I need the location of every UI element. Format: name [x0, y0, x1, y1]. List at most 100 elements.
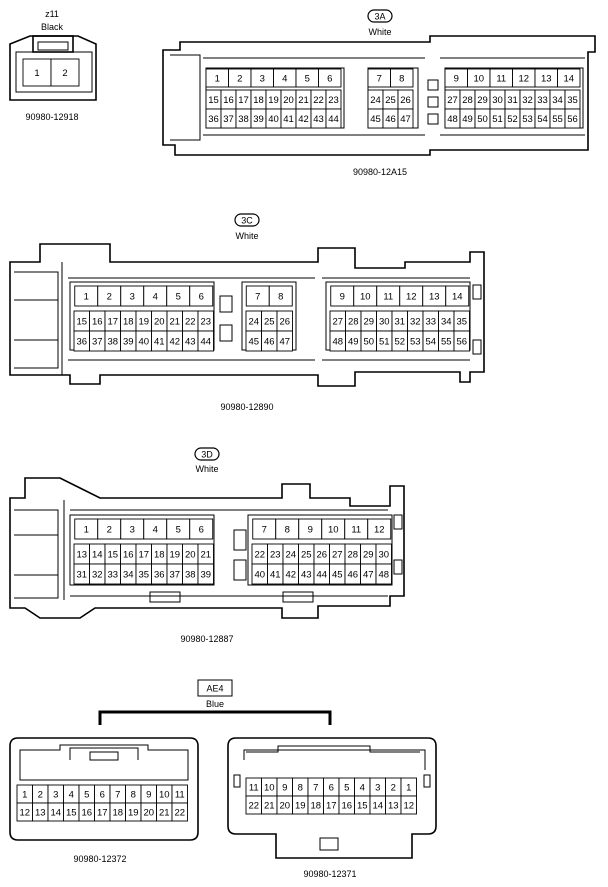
pin-label: 33 [107, 570, 118, 581]
pin-label: 12 [374, 525, 385, 536]
pin-label: 19 [138, 317, 149, 328]
pin-label: 16 [341, 801, 352, 812]
pin-label: 18 [253, 95, 264, 106]
pin-label: 4 [153, 525, 158, 536]
pin-label: 49 [348, 337, 359, 348]
pin-label: 28 [348, 317, 359, 328]
connector-id-badge [367, 9, 393, 23]
pin-label: 2 [391, 783, 396, 794]
pin-label: 40 [254, 570, 265, 581]
pin-label: 24 [370, 95, 381, 106]
pin-label: 14 [92, 550, 103, 561]
pin-label: 27 [332, 317, 343, 328]
pin-label: 7 [115, 790, 120, 801]
pin-label: 1 [406, 783, 411, 794]
pin-label: 11 [175, 790, 185, 801]
pin-label: 10 [360, 292, 371, 303]
pin-label: 25 [264, 317, 275, 328]
pin-cell [197, 563, 214, 585]
pin-label: 15 [357, 801, 368, 812]
pin-label: 4 [360, 783, 365, 794]
pin-label: 33 [537, 95, 548, 106]
pin-label: 13 [388, 801, 399, 812]
pin-label: 16 [81, 808, 92, 819]
pin-label: 39 [123, 337, 134, 348]
pin-label: 41 [154, 337, 165, 348]
pin-label: 11 [351, 525, 361, 536]
pin-cell [276, 330, 293, 352]
pin-label: 17 [326, 801, 337, 812]
connector-id-box [197, 679, 233, 697]
housing-detail [63, 500, 388, 600]
pin-label: 10 [473, 74, 484, 85]
key-slot [393, 559, 403, 575]
pin-label: 2 [38, 790, 43, 801]
pin-label: 4 [282, 74, 287, 85]
pin-label: 12 [406, 292, 417, 303]
pin-label: 3 [375, 783, 380, 794]
pin-label: 7 [313, 783, 318, 794]
pin-label: 50 [477, 114, 488, 125]
pin-label: 55 [552, 114, 563, 125]
pin-label: 46 [385, 114, 396, 125]
pin-label: 9 [454, 74, 459, 85]
pin-label: 16 [123, 550, 134, 561]
pin-label: 27 [332, 550, 343, 561]
connector-z11: z11 Black 1 2 90980-12918 [9, 9, 97, 122]
key-slot [149, 591, 181, 603]
key-slot [282, 591, 314, 603]
key-slot [233, 529, 247, 551]
pin-label: 53 [522, 114, 533, 125]
pin-label: 38 [107, 337, 118, 348]
pin-label: 31 [394, 317, 405, 328]
pin-label: 1 [34, 68, 39, 79]
pin-label: 8 [278, 292, 283, 303]
pin-label: 20 [143, 808, 154, 819]
pin-label: 2 [107, 292, 112, 303]
pin-label: 10 [264, 783, 275, 794]
pin-cell [189, 518, 214, 540]
pin-label: 48 [447, 114, 458, 125]
pin-cell [367, 518, 392, 540]
pin-label: 12 [403, 801, 414, 812]
pin-label: 18 [112, 808, 123, 819]
housing-detail [243, 745, 426, 770]
pin-label: 35 [567, 95, 578, 106]
pin-label: 17 [107, 317, 118, 328]
pin-label: 13 [76, 550, 87, 561]
pin-label: 34 [441, 317, 452, 328]
pin-label: 8 [285, 525, 290, 536]
pin-label: 20 [279, 801, 290, 812]
key-slot [472, 339, 482, 355]
pin-label: 19 [268, 95, 279, 106]
pin-cell [400, 795, 417, 815]
pin-cell [50, 58, 80, 87]
pin-label: 54 [537, 114, 548, 125]
pin-label: 51 [492, 114, 503, 125]
pin-label: 22 [313, 95, 324, 106]
pin-label: 38 [185, 570, 196, 581]
pin-label: 53 [410, 337, 421, 348]
pin-label: 43 [185, 337, 196, 348]
pin-label: 22 [185, 317, 196, 328]
pin-label: 1 [84, 525, 89, 536]
pin-frame [69, 514, 215, 586]
pin-cell [453, 330, 470, 352]
connector-color-label: Blue [206, 699, 224, 709]
part-number: 90980-12890 [220, 402, 273, 412]
pin-label: 14 [372, 801, 383, 812]
pin-label: 20 [154, 317, 165, 328]
pin-label: 42 [298, 114, 309, 125]
pin-label: 45 [248, 337, 259, 348]
connector-id-badge [194, 447, 220, 461]
pin-label: 23 [270, 550, 281, 561]
pin-label: 17 [138, 550, 149, 561]
pin-label: 28 [462, 95, 473, 106]
pin-label: 31 [76, 570, 87, 581]
pin-label: 11 [383, 292, 393, 303]
pin-label: 5 [84, 790, 89, 801]
